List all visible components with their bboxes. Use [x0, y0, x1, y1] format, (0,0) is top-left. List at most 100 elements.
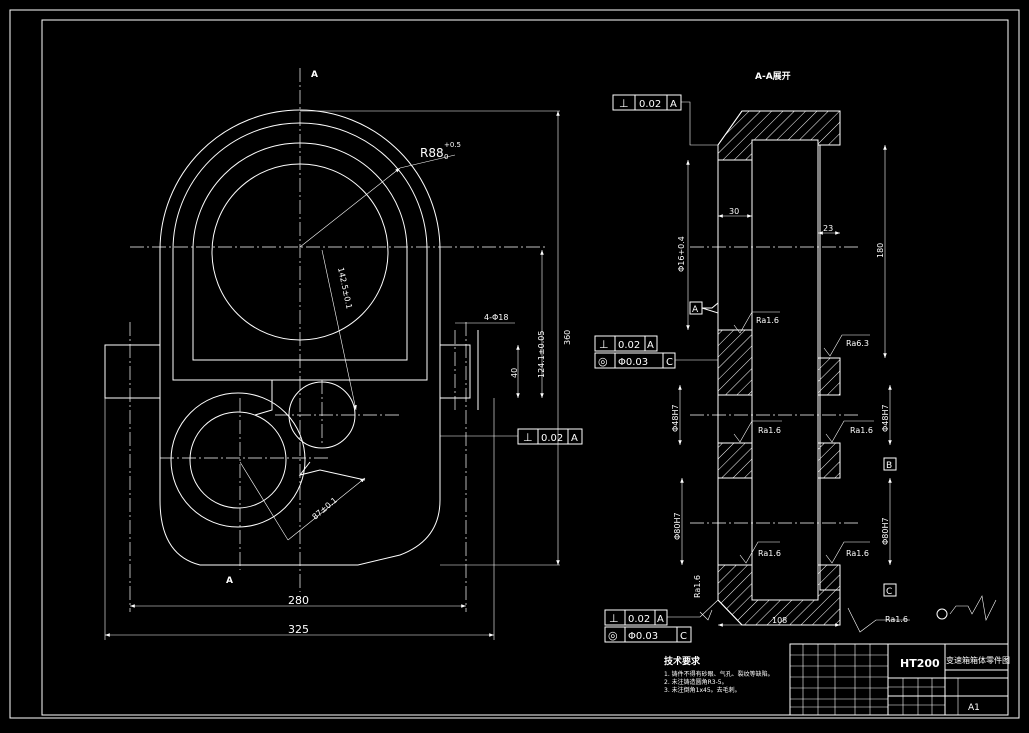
radius-leader: [299, 167, 401, 248]
tolerance-frame-top: ⊥ 0.02 A: [612, 94, 718, 146]
front-perp-datum: A: [571, 433, 578, 444]
mid-perp-value: 0.02: [618, 340, 640, 351]
inner-band: [172, 122, 428, 381]
front-perp-value: 0.02: [541, 433, 563, 444]
section-marker-top: A: [311, 70, 318, 80]
tech-line-2: 2. 未注铸造圆角R3-5。: [664, 678, 728, 686]
section-view-title: A-A展开: [755, 71, 791, 82]
section-view: A-A展开 Φ16+0.4 Φ48H7 Φ80H7 180 Φ48H7 Φ80H…: [594, 71, 997, 643]
inner-border: [41, 19, 1009, 716]
mid-perp-symbol: ⊥: [599, 338, 609, 351]
hatch-right-low: [817, 442, 841, 479]
mid-conc-value: Φ0.03: [618, 357, 648, 368]
title-sheet-size: A1: [968, 703, 980, 713]
bot-conc-datum: C: [680, 631, 687, 642]
tech-title: 技术要求: [664, 655, 701, 667]
roughness-1-label: Ra1.6: [756, 316, 779, 325]
dim-142-line: [321, 249, 357, 411]
tech-line-1: 1. 铸件不得有砂眼、气孔、裂纹等缺陷。: [664, 670, 774, 678]
top-perp-symbol: ⊥: [619, 97, 629, 110]
roughness-8: Ra1.6: [847, 607, 910, 633]
roughness-2: Ra6.3: [823, 334, 870, 357]
bot-perp-datum: A: [657, 614, 664, 625]
title-material: HT200: [900, 657, 940, 670]
hatch-left-mid: [717, 329, 753, 396]
dim-30-label: 30: [729, 207, 739, 216]
dim-87-line: [239, 461, 289, 541]
radius-main-label: R88: [420, 146, 444, 160]
lower-boss: [170, 392, 306, 528]
dim-280-label: 280: [288, 594, 309, 607]
tolerance-frame-bottom: ⊥ 0.02 A ◎ Φ0.03 C: [604, 599, 719, 643]
mid-conc-symbol: ◎: [598, 355, 608, 368]
roughness-corner-label: Ra1.6: [962, 596, 983, 604]
left-lug: [104, 344, 161, 399]
hatch-right-mid: [817, 357, 841, 396]
datum-c-box: [883, 583, 897, 597]
title-part-name: 变速箱箱体零件图: [946, 655, 1010, 665]
datum-b-label: B: [886, 461, 892, 471]
dim-23-label: 23: [823, 224, 833, 233]
tech-line-3: 3. 未注倒角1x45。去毛刺。: [664, 686, 741, 694]
dim-360-label: 360: [563, 330, 572, 345]
tech-requirements: 技术要求 1. 铸件不得有砂眼、气孔、裂纹等缺陷。 2. 未注铸造圆角R3-5。…: [664, 655, 774, 694]
bot-conc-symbol: ◎: [608, 629, 618, 642]
roughness-7: Ra1.6: [693, 575, 713, 621]
roughness-7-label: Ra1.6: [693, 575, 702, 598]
roughness-3: Ra1.6: [733, 420, 782, 443]
dim-325-label: 325: [288, 623, 309, 636]
bot-perp-symbol: ⊥: [609, 612, 619, 625]
hatch-left-low: [717, 442, 753, 479]
bot-conc-value: Φ0.03: [628, 631, 658, 642]
datum-b-box: [883, 457, 897, 471]
radius-tol-lower: 0: [444, 153, 448, 161]
dim-phi80-right-label: Φ80H7: [881, 517, 890, 545]
datum-c-label: C: [886, 587, 892, 597]
dim-40-label: 40: [510, 368, 519, 378]
section-cavity: [751, 139, 819, 601]
outer-border: [9, 9, 1020, 719]
mid-perp-datum: A: [647, 340, 654, 351]
roughness-6-label: Ra1.6: [846, 549, 869, 558]
dim-phi16-label: Φ16+0.4: [677, 236, 686, 272]
dim-87-leader: [287, 477, 366, 541]
roughness-4-label: Ra1.6: [850, 426, 873, 435]
datum-a-flag: [701, 301, 719, 314]
dim-180-label: 180: [876, 243, 885, 258]
hatch-top: [717, 110, 841, 161]
roughness-3-label: Ra1.6: [758, 426, 781, 435]
dim-phi80-left-label: Φ80H7: [673, 512, 682, 540]
top-perp-value: 0.02: [639, 99, 661, 110]
title-block: HT200 变速箱箱体零件图 A1: [789, 643, 1010, 716]
hatch-bottom: [717, 564, 841, 626]
roughness-5-label: Ra1.6: [758, 549, 781, 558]
datum-a-label: A: [692, 305, 699, 315]
dim-108-label: 108: [772, 616, 787, 625]
mid-conc-datum: C: [666, 357, 673, 368]
radius-tol-upper: +0.5: [444, 141, 461, 149]
title-block-frame: [789, 643, 1009, 716]
roughness-5: Ra1.6: [739, 541, 781, 564]
front-view: R88 +0.5 0 142.5±0.1 87±0.1 4-Φ18 360 12…: [104, 68, 583, 640]
tolerance-frame-mid: ⊥ 0.02 A ◎ Φ0.03 C: [594, 335, 718, 369]
dim-phi48-right-label: Φ48H7: [881, 404, 890, 432]
roughness-4: Ra1.6: [825, 420, 874, 443]
tolerance-frame-front: ⊥ 0.02 A: [440, 428, 583, 445]
roughness-8-label: Ra1.6: [885, 615, 908, 624]
dim-phi48-left-label: Φ48H7: [671, 404, 680, 432]
lower-bore: [189, 411, 287, 509]
web-outline: [254, 380, 366, 481]
dim-87-label: 87±0.1: [311, 496, 339, 522]
radius-leader-tail: [399, 154, 456, 169]
top-perp-datum: A: [670, 99, 677, 110]
roughness-6: Ra1.6: [825, 541, 870, 564]
dim-124-label: 124.1±0.05: [537, 331, 546, 378]
main-bore: [211, 163, 389, 341]
bot-perp-value: 0.02: [628, 614, 650, 625]
body-outline: [104, 109, 471, 566]
small-bore: [288, 381, 356, 449]
section-marker-bottom: A: [226, 576, 233, 586]
dim-142-label: 142.5±0.1: [336, 267, 354, 310]
